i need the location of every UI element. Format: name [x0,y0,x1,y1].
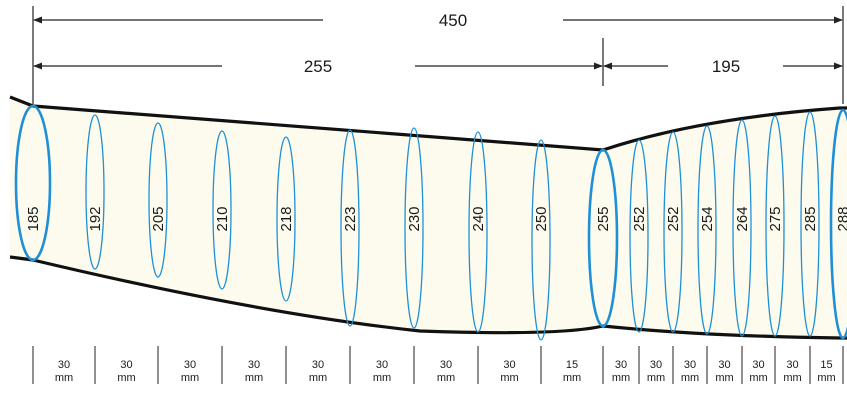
circumference-ellipse [276,136,296,302]
total-dimension-label: 450 [439,11,467,30]
circumference-ellipse [404,127,424,329]
circumference-ellipse [800,111,820,337]
circumference-ellipse [85,114,105,270]
segment-length-value: 30 [684,359,696,371]
segment-length-unit: mm [715,372,733,384]
segment-length-unit: mm [437,372,455,384]
circumference-ellipse [148,122,168,278]
segment-length-unit: mm [681,372,699,384]
segment-length-value: 30 [503,359,515,371]
segment-length-unit: mm [783,372,801,384]
right-section-dimension-label: 195 [712,57,740,76]
segment-length-value: 30 [184,359,196,371]
left-section-dimension-label: 255 [304,57,332,76]
segment-length-unit: mm [749,372,767,384]
circumference-label: 250 [533,206,550,231]
circumference-ellipse [212,130,232,290]
circumference-label: 288 [835,206,847,231]
circumference-ellipse [340,129,360,327]
circumference-label: 223 [342,206,359,231]
segment-length-value: 30 [248,359,260,371]
segment-length-value: 30 [718,359,730,371]
circumference-ellipse [468,131,488,333]
segment-length-value: 30 [376,359,388,371]
circumference-label: 275 [767,206,784,231]
segment-length-unit: mm [181,372,199,384]
circumference-label: 218 [278,206,295,231]
circumference-ellipse [14,104,52,262]
circumference-labels: 185 192 205 210 218 223 230 240 250 255 252 252 254 2… [25,206,847,231]
segment-length-unit: mm [817,372,835,384]
circumference-label: 285 [802,206,819,231]
segment-length-value: 30 [120,359,132,371]
limb-bottom-outline [9,255,847,340]
segment-length-unit: mm [373,372,391,384]
circumference-ellipse [765,115,785,337]
circumference-label: 192 [87,206,104,231]
circumference-label: 255 [595,206,612,231]
segment-length-unit: mm [500,372,518,384]
segment-scale: 30mm30mm30mm30mm30mm30mm30mm30mm15mm30mm… [32,346,844,384]
segment-length-value: 30 [615,359,627,371]
circumference-label: 230 [406,206,423,231]
segment-length-unit: mm [563,372,581,384]
circumference-label: 252 [665,206,682,231]
dimension-lines: 450 255 195 [32,6,844,104]
circumference-label: 254 [699,206,716,231]
segment-length-unit: mm [612,372,630,384]
segment-length-value: 30 [752,359,764,371]
circumference-ellipse [629,139,649,333]
segment-length-unit: mm [117,372,135,384]
segment-length-unit: mm [647,372,665,384]
circumference-ellipse [587,148,619,328]
circumference-label: 240 [470,206,487,231]
limb-top-outline [9,95,847,152]
segment-length-value: 30 [312,359,324,371]
segment-length-value: 30 [58,359,70,371]
circumference-label: 205 [150,206,167,231]
segment-length-value: 15 [820,359,832,371]
limb-body [10,97,847,338]
circumference-label: 210 [214,206,231,231]
segment-length-unit: mm [55,372,73,384]
circumference-ellipses [14,104,847,341]
segment-length-value: 30 [650,359,662,371]
segment-length-value: 15 [566,359,578,371]
segment-length-value: 30 [786,359,798,371]
circumference-ellipse [531,139,551,341]
circumference-ellipse [697,125,717,335]
circumference-ellipse [732,119,752,337]
circumference-ellipse [829,108,847,340]
circumference-label: 264 [734,206,751,231]
circumference-ellipse [663,131,683,333]
circumference-label: 252 [631,206,648,231]
segment-length-unit: mm [309,372,327,384]
segment-length-unit: mm [245,372,263,384]
segment-length-value: 30 [440,359,452,371]
circumference-label: 185 [25,206,42,231]
